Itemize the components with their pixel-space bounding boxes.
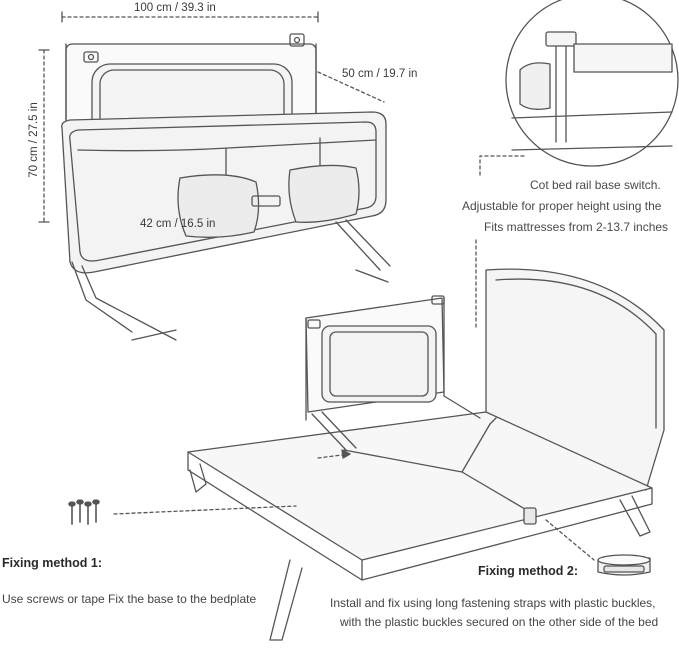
caption-line-1: Cot bed rail base switch. — [530, 178, 661, 192]
rail-switch-detail — [505, 0, 679, 167]
screws-icon — [68, 499, 100, 525]
plastic-buckle-icon — [597, 554, 651, 576]
height-dimension-label: 70 cm / 27.5 in — [28, 102, 40, 178]
method2-title: Fixing method 2: — [478, 564, 578, 578]
method1-text: Use screws or tape Fix the base to the b… — [2, 592, 257, 606]
bed-with-rail-illustration — [187, 268, 665, 641]
width-dimension-label: 100 cm / 39.3 in — [134, 2, 216, 14]
inner-height-dimension-label: 42 cm / 16.5 in — [140, 218, 216, 230]
method2-line-1: Install and fix using long fastening str… — [330, 596, 656, 610]
depth-dimension-label: 50 cm / 19.7 in — [342, 68, 418, 80]
caption-line-3: Fits mattresses from 2-13.7 inches — [484, 220, 669, 234]
method1-title: Fixing method 1: — [2, 556, 102, 570]
bedside-crib-illustration — [38, 11, 391, 341]
method2-line-2: with the plastic buckles secured on the … — [340, 615, 659, 629]
caption-line-2: Adjustable for proper height using the — [462, 199, 662, 213]
